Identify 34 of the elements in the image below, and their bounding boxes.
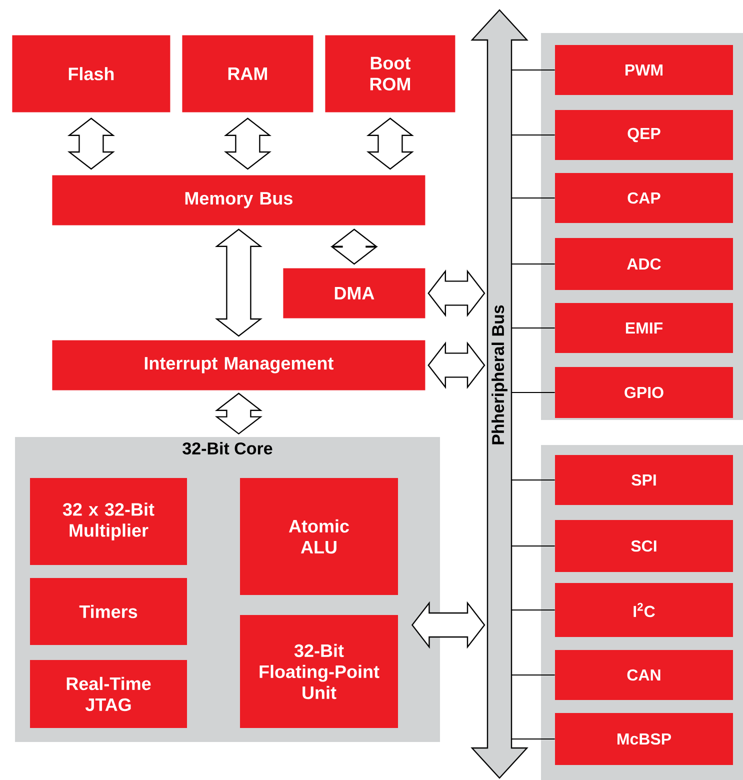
block-box: Memory Bus xyxy=(52,175,426,226)
block-box: CAP xyxy=(555,173,733,223)
block-box: 32 x 32-Bit Multiplier xyxy=(30,478,187,565)
connector-line xyxy=(511,674,556,676)
double-arrow xyxy=(224,118,272,170)
double-arrow xyxy=(214,392,262,435)
double-arrow xyxy=(366,118,414,170)
block-box: ADC xyxy=(555,238,733,290)
block-box: Real-Time JTAG xyxy=(30,660,187,728)
connector-line xyxy=(511,392,556,393)
block-box: I$^{2}$C xyxy=(555,583,733,637)
block-box: QEP xyxy=(555,110,733,160)
block-box: Interrupt Management xyxy=(52,340,426,390)
block-box: Flash xyxy=(12,35,170,112)
block-box: SCI xyxy=(555,520,733,572)
double-arrow xyxy=(428,341,486,389)
block-box: EMIF xyxy=(555,303,733,353)
block-box: Timers xyxy=(30,578,187,645)
block-box: GPIO xyxy=(555,367,733,418)
connector-line xyxy=(511,738,556,740)
double-arrow xyxy=(214,228,262,337)
double-arrow xyxy=(428,269,486,317)
block-box: McBSP xyxy=(555,713,733,765)
block-box: Atomic ALU xyxy=(240,478,398,595)
block-box: RAM xyxy=(182,35,314,112)
block-box: SPI xyxy=(555,455,733,505)
block-box: 32-Bit Floating-Point Unit xyxy=(240,615,398,728)
double-arrow xyxy=(330,228,378,265)
double-arrow xyxy=(67,118,115,170)
block-box: CAN xyxy=(555,650,733,700)
block-box: DMA xyxy=(283,268,426,318)
connector-line xyxy=(511,134,556,136)
block-box: PWM xyxy=(555,45,733,95)
block-box: Boot ROM xyxy=(325,35,456,112)
